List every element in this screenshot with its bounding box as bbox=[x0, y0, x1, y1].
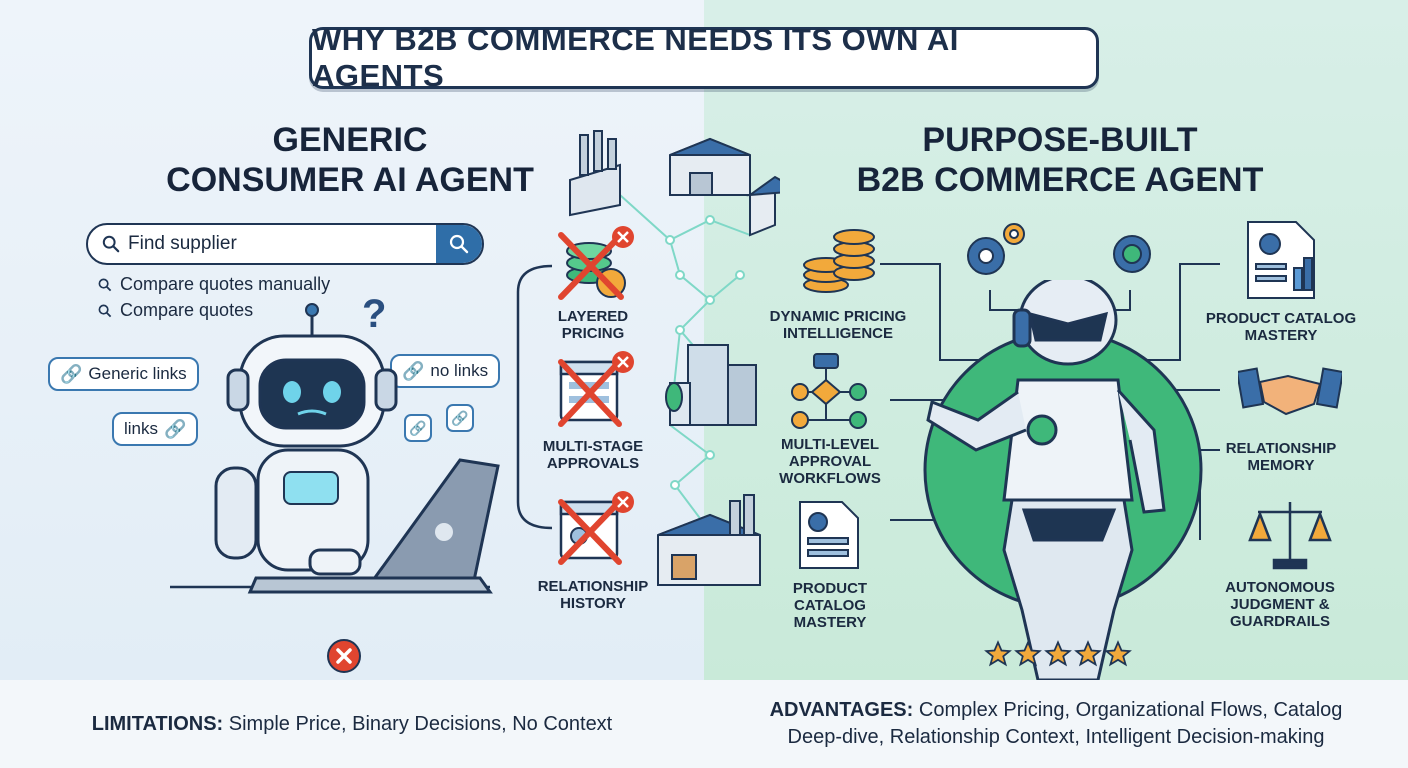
bubble-label: no links bbox=[430, 361, 489, 380]
handshake-icon bbox=[1238, 367, 1342, 416]
relationship-history-crossed-icon bbox=[558, 491, 634, 565]
suggestion-label: Compare quotes manually bbox=[120, 274, 331, 294]
consumer-robot-illustration bbox=[170, 303, 500, 594]
search-icon bbox=[98, 304, 112, 317]
search-icon bbox=[98, 278, 112, 291]
search-icon bbox=[449, 234, 469, 254]
generic-links-bubble: 🔗 Generic links bbox=[48, 357, 199, 391]
star-icon bbox=[984, 640, 1012, 667]
advantages-text-line1: Complex Pricing, Organizational Flows, C… bbox=[918, 699, 1343, 721]
star-icon bbox=[1104, 640, 1132, 667]
left-heading: GENERIC CONSUMER AI AGENT bbox=[130, 120, 570, 200]
b2b-robot-illustration bbox=[923, 280, 1203, 680]
layered-pricing-crossed-icon bbox=[558, 226, 634, 300]
coins-icon bbox=[803, 229, 875, 293]
link-icon: 🔗 bbox=[402, 360, 425, 381]
link-icon: 🔗 bbox=[404, 414, 432, 442]
catalog-document-icon bbox=[799, 501, 859, 569]
advantages-summary: ADVANTAGES: Complex Pricing, Organizatio… bbox=[704, 680, 1408, 768]
approvals-crossed-icon bbox=[558, 351, 634, 427]
footer bbox=[0, 680, 1408, 768]
star-icon bbox=[1074, 640, 1102, 667]
bubble-label: links bbox=[124, 419, 159, 438]
search-bar[interactable]: Find supplier bbox=[86, 223, 484, 265]
left-heading-line2: CONSUMER AI AGENT bbox=[166, 161, 534, 199]
scales-icon bbox=[1248, 502, 1332, 570]
missing-features-bracket bbox=[516, 264, 553, 530]
advantages-text-line2: Deep-dive, Relationship Context, Intelli… bbox=[787, 726, 1325, 748]
suggestion-item[interactable]: Compare quotes manually bbox=[98, 274, 330, 295]
right-heading-line2: B2B COMMERCE AGENT bbox=[856, 161, 1264, 199]
limitations-text: Simple Price, Binary Decisions, No Conte… bbox=[228, 712, 613, 735]
links-bubble: links 🔗 bbox=[112, 412, 199, 446]
search-input[interactable]: Find supplier bbox=[128, 233, 237, 254]
gear-icon bbox=[967, 223, 1151, 275]
advantages-label: ADVANTAGES: bbox=[769, 699, 914, 721]
limitations-label: LIMITATIONS: bbox=[91, 712, 224, 735]
left-heading-line1: GENERIC bbox=[272, 121, 428, 159]
rating-stars bbox=[984, 640, 1132, 668]
question-mark: ? bbox=[362, 292, 387, 336]
suggestion-item[interactable]: Compare quotes bbox=[98, 300, 253, 321]
link-icon: 🔗 bbox=[60, 363, 83, 384]
right-heading: PURPOSE-BUILT B2B COMMERCE AGENT bbox=[820, 120, 1300, 200]
bubble-label: Generic links bbox=[88, 364, 187, 383]
right-heading-line1: PURPOSE-BUILT bbox=[922, 121, 1198, 159]
star-icon bbox=[1044, 640, 1072, 667]
page-title: WHY B2B COMMERCE NEEDS ITS OWN AI AGENTS bbox=[309, 22, 1099, 93]
catalog-report-icon bbox=[1247, 221, 1315, 299]
no-links-bubble: 🔗 no links bbox=[390, 354, 501, 388]
limitations-summary: LIMITATIONS: Simple Price, Binary Decisi… bbox=[0, 680, 704, 768]
supply-network-illustration bbox=[569, 130, 780, 586]
link-icon: 🔗 bbox=[164, 418, 187, 439]
search-icon bbox=[88, 235, 120, 253]
suggestion-label: Compare quotes bbox=[120, 300, 254, 320]
error-icon bbox=[327, 639, 361, 673]
workflow-icon bbox=[791, 353, 867, 429]
link-icon: 🔗 bbox=[446, 404, 474, 432]
search-button[interactable] bbox=[436, 225, 482, 263]
star-icon bbox=[1014, 640, 1042, 667]
